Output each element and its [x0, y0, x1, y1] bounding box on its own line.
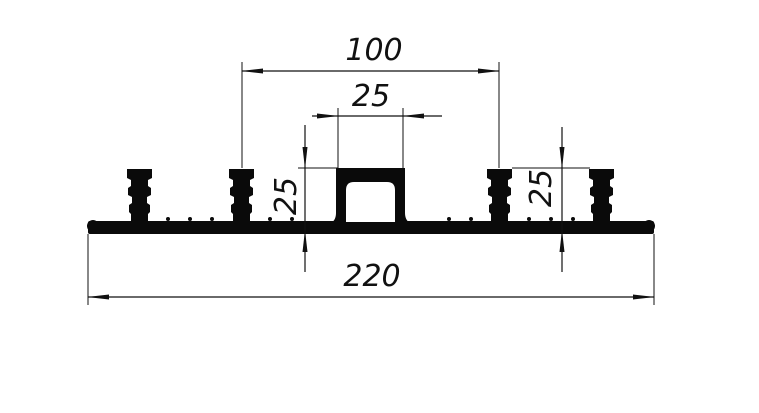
rib-outer-right	[589, 169, 614, 223]
surface-bumps	[166, 217, 575, 221]
center-channel-opening	[346, 182, 395, 222]
left-end-bulb	[87, 220, 99, 232]
dimension-overall-width: 220	[87, 234, 655, 305]
right-height-label: 25	[524, 169, 559, 207]
channel-width-label: 25	[352, 79, 390, 114]
rib-outer-left	[127, 169, 152, 223]
rib-spacing-label: 100	[345, 33, 402, 68]
dimension-right-height: 25	[512, 127, 590, 272]
left-height-label: 25	[269, 177, 304, 215]
rib-inner-left	[229, 169, 254, 223]
profile-shape	[87, 168, 655, 234]
rib-inner-right	[487, 169, 512, 223]
overall-width-label: 220	[343, 259, 400, 294]
dimension-channel-width: 25	[312, 79, 442, 168]
dimension-left-height: 25	[269, 125, 338, 272]
dimension-rib-spacing: 100	[241, 33, 500, 168]
right-end-bulb	[643, 220, 655, 232]
